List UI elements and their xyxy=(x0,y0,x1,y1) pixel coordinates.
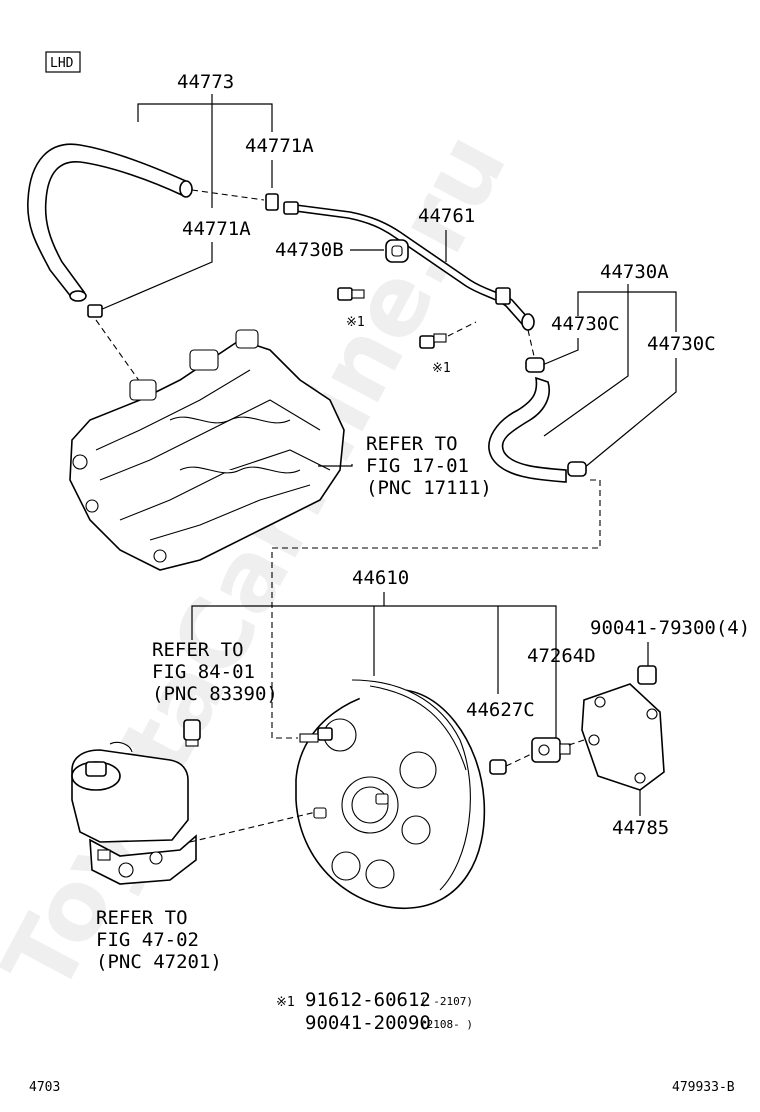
ref47-line3: (PNC 47201) xyxy=(96,951,222,973)
label-47264d: 47264D xyxy=(527,645,596,667)
footnote-line2-range: (2108- ) xyxy=(420,1018,473,1031)
figure-id: 479933-B xyxy=(672,1080,735,1095)
check-valve-stub xyxy=(559,743,571,755)
ref84-line2: FIG 84-01 xyxy=(152,661,255,683)
hose-clip-top xyxy=(265,193,279,211)
label-44771a-left: 44771A xyxy=(182,218,251,240)
dash-hose-to-booster xyxy=(271,479,601,739)
tube-fitting-right xyxy=(495,287,511,305)
master-cylinder xyxy=(71,741,197,885)
grommet-44730b-inner xyxy=(391,245,403,257)
bolt-2-head xyxy=(419,335,435,349)
dash-clip-to-manifold xyxy=(95,319,141,383)
hose-clip-left xyxy=(87,304,103,318)
leader-44730c-1 xyxy=(539,338,579,367)
gasket-44785 xyxy=(581,683,665,791)
brake-booster-44610 xyxy=(295,679,486,909)
nut-44627c xyxy=(489,759,507,775)
nut-90041-79300 xyxy=(637,665,657,685)
vacuum-sensor-tip xyxy=(185,739,199,747)
ref17-line1: REFER TO xyxy=(366,433,458,455)
mark-bolt-1: ※1 xyxy=(346,315,365,330)
footnote-line1-part: 91612-60612 xyxy=(305,989,431,1011)
lhd-tag: LHD xyxy=(50,56,74,71)
dash-gasket-to-booster xyxy=(565,739,585,747)
leader-44730a-stem xyxy=(543,284,629,437)
mark-bolt-2: ※1 xyxy=(432,361,451,376)
leader-44771a-left xyxy=(99,242,213,311)
label-44761: 44761 xyxy=(418,205,475,227)
hose-clamp-44730c-lower xyxy=(567,461,587,477)
label-44627c: 44627C xyxy=(466,699,535,721)
bolt-1-head xyxy=(337,287,353,301)
hose-end-bottom xyxy=(69,290,87,302)
label-44730c-2: 44730C xyxy=(647,333,716,355)
label-44773: 44773 xyxy=(177,71,234,93)
lhd-tag-box xyxy=(45,51,81,73)
bolt-1-shank xyxy=(351,289,365,299)
footnote-line1-range: ( -2107) xyxy=(420,995,473,1008)
ref47-line1: REFER TO xyxy=(96,907,188,929)
leader-44730a xyxy=(577,291,677,332)
footnote-mark: ※1 xyxy=(276,995,295,1010)
label-44730a: 44730A xyxy=(600,261,669,283)
hose-end-top xyxy=(179,180,193,198)
leader-44773 xyxy=(137,103,273,132)
page-number: 4703 xyxy=(29,1080,60,1095)
label-44730b: 44730B xyxy=(275,239,344,261)
dash-bolt-2 xyxy=(447,321,477,337)
hose-44730a xyxy=(488,376,567,483)
ref47-line2: FIG 47-02 xyxy=(96,929,199,951)
ref17-line2: FIG 17-01 xyxy=(366,455,469,477)
check-valve-port xyxy=(538,744,550,756)
dash-tube-to-clamp xyxy=(527,329,535,357)
intake-manifold xyxy=(69,329,345,571)
ref84-line3: (PNC 83390) xyxy=(152,683,278,705)
label-90041-79300: 90041-79300(4) xyxy=(590,617,750,639)
footnote-line2-part: 90041-20090 xyxy=(305,1012,431,1034)
vacuum-hose-44773 xyxy=(27,143,189,300)
dash-mastercyl-to-booster xyxy=(189,811,317,843)
leader-ref17 xyxy=(318,464,353,467)
leader-44730c-2 xyxy=(583,358,677,469)
label-44610: 44610 xyxy=(352,567,409,589)
label-44730c-1: 44730C xyxy=(551,313,620,335)
label-44785: 44785 xyxy=(612,817,669,839)
label-44771a-top: 44771A xyxy=(245,135,314,157)
vacuum-sensor-connector xyxy=(183,719,201,741)
dash-hose-to-clip xyxy=(191,189,265,201)
ref17-line3: (PNC 17111) xyxy=(366,477,492,499)
tube-end-right xyxy=(521,313,535,331)
bolt-2-shank xyxy=(433,333,447,343)
ref84-line1: REFER TO xyxy=(152,639,244,661)
hose-clamp-44730c-upper xyxy=(525,357,545,373)
tube-fitting-left xyxy=(283,201,299,215)
